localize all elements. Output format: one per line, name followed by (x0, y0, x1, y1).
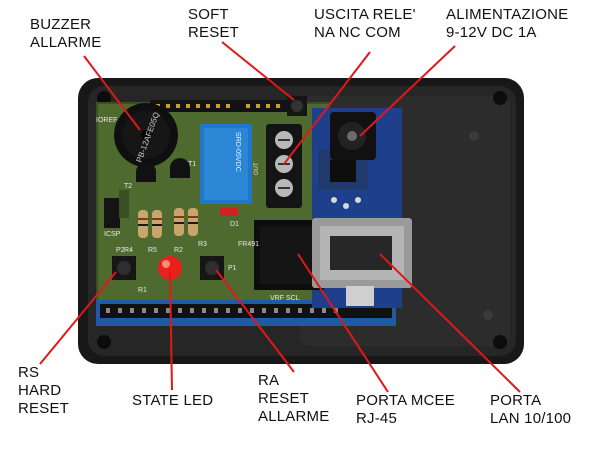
label-ra-reset: RA RESET ALLARME (258, 372, 330, 425)
label-buzzer: BUZZER ALLARME (30, 16, 102, 51)
power-jack (330, 112, 376, 160)
label-rs-hard-reset: RS HARD RESET (18, 364, 70, 417)
line-power (359, 45, 456, 137)
silk-r4: R4 (124, 247, 133, 254)
label-power: ALIMENTAZIONE 9-12V DC 1A (446, 6, 569, 41)
silk-r2: R2 (174, 247, 183, 254)
line-porta-lan (379, 253, 521, 393)
silk-d1: D1 (230, 221, 239, 228)
label-relay: USCITA RELE' NA NC COM (314, 6, 416, 41)
silk-r1: R1 (138, 287, 147, 294)
label-state-led: STATE LED (132, 392, 214, 409)
soft-reset-button (287, 96, 307, 116)
line-relay (283, 51, 371, 165)
silk-p1: P1 (228, 265, 237, 272)
silk-icsp: ICSP (104, 231, 121, 238)
line-buzzer (83, 55, 141, 131)
state-led (158, 256, 182, 280)
silk-t1: T1 (188, 161, 196, 168)
silk-t2: T2 (124, 183, 132, 190)
hard-reset-button-body (112, 256, 136, 280)
silk-vrf: VRF SCL (270, 295, 300, 302)
transistors (136, 158, 190, 182)
silk-r5: R5 (148, 247, 157, 254)
line-ra-reset (215, 269, 295, 373)
label-porta-lan: PORTA LAN 10/100 (490, 392, 572, 427)
silk-p2: P2 (116, 247, 125, 254)
arduino-bottom-headers (96, 300, 396, 326)
relay: SRD-05VDC (200, 124, 252, 204)
diode (220, 208, 238, 216)
label-soft-reset: SOFT RESET (188, 6, 240, 41)
terminal-out-print: OUT (254, 162, 260, 175)
line-soft-reset (221, 41, 295, 101)
line-state-led (169, 271, 173, 391)
relay-print: SRD-05VDC (234, 132, 241, 172)
lan-port (312, 218, 412, 306)
buzzer: PB-12AFE05Q (114, 103, 178, 167)
resistors (138, 208, 198, 238)
line-rs-hard-reset (39, 271, 117, 365)
line-porta-mcee (297, 253, 389, 393)
silk-r3: R3 (198, 241, 207, 248)
silk-ioref: IOREF (96, 117, 117, 124)
label-porta-mcee: PORTA MCEE RJ-45 (356, 392, 455, 427)
annotation-lines (39, 41, 521, 393)
silk-board-id: FR491 (238, 241, 259, 248)
ra-reset-button-body (200, 256, 224, 280)
